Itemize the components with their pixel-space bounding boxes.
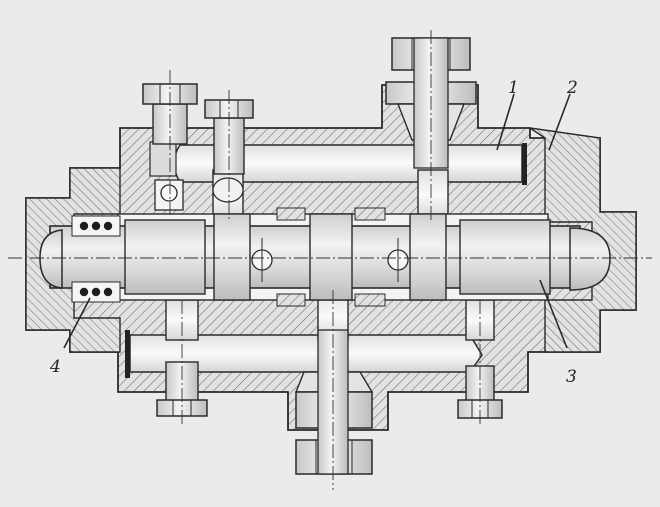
spring-assembly [71,215,121,303]
leader-lines [63,93,571,349]
label-2: 2 [566,78,578,98]
label-3: 3 [566,367,577,387]
label-1: 1 [508,78,519,98]
spool-bore [39,207,611,307]
center-lines [8,70,652,425]
top-fitting [385,30,477,220]
label-4: 4 [49,357,61,377]
check-ball [149,141,184,211]
bottom-fitting [294,290,374,490]
